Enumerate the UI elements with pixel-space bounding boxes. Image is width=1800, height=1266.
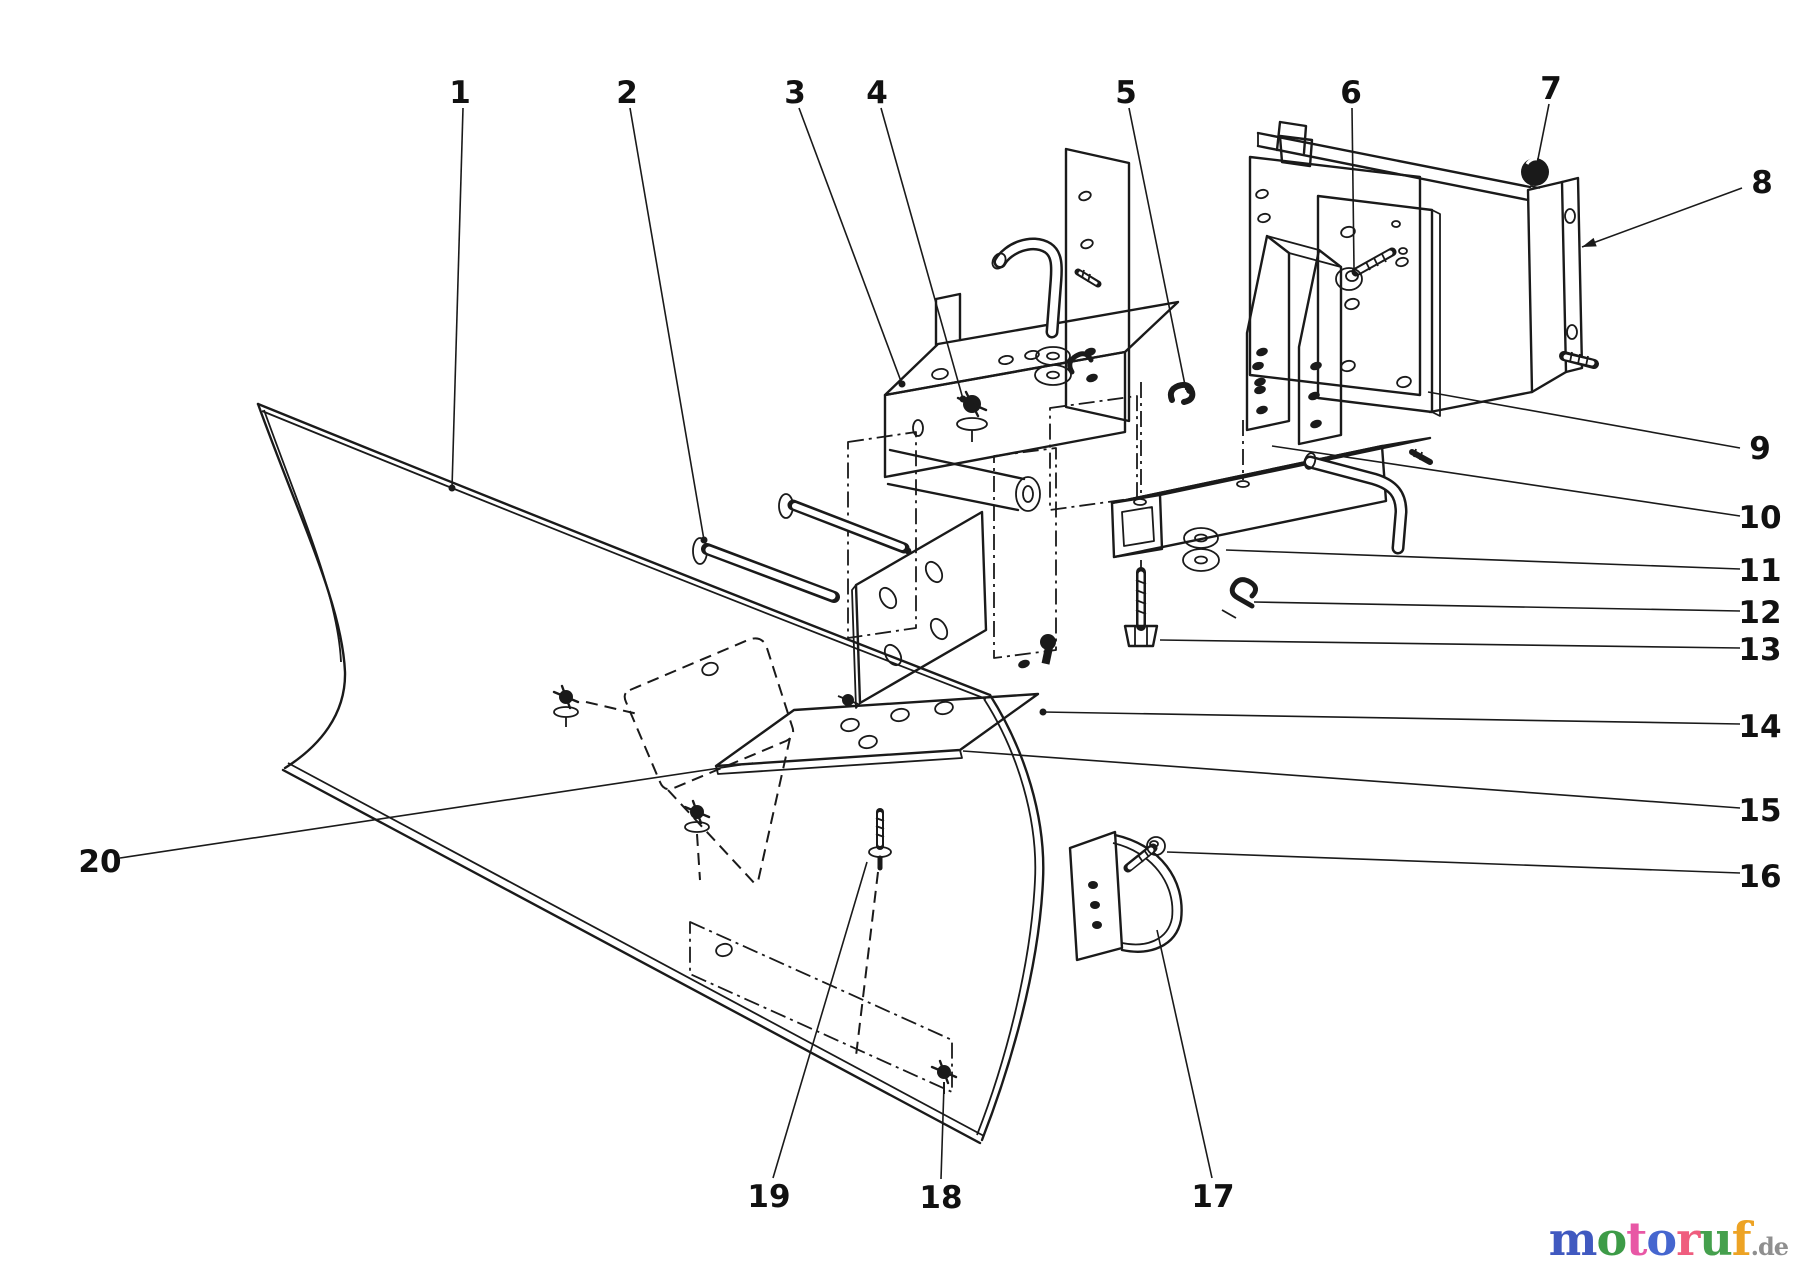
callout-leader-4 xyxy=(880,107,964,400)
callout-number-17: 17 xyxy=(1191,1179,1234,1215)
callout-number-19: 19 xyxy=(747,1179,790,1215)
clamp-stud xyxy=(1559,351,1599,369)
hitch-bar xyxy=(1049,382,1432,568)
watermark-letter: o xyxy=(1596,1212,1627,1266)
callout-arrow-8 xyxy=(1582,237,1597,247)
callout-number-13: 13 xyxy=(1738,632,1781,668)
skid-shoe-bolt xyxy=(1123,836,1166,873)
clamp-knob xyxy=(1521,157,1549,189)
watermark-letter: f xyxy=(1731,1212,1752,1266)
watermark-suffix: .de xyxy=(1750,1232,1789,1261)
callout-leader-16 xyxy=(1166,851,1741,874)
callout-leader-9 xyxy=(1427,391,1741,449)
callout-number-12: 12 xyxy=(1738,595,1781,631)
callout-number-5: 5 xyxy=(1115,75,1137,111)
callout-leader-2 xyxy=(629,107,705,541)
callout-number-7: 7 xyxy=(1540,71,1562,107)
adjustment-screw xyxy=(868,808,892,871)
callout-number-18: 18 xyxy=(919,1180,962,1216)
callout-leader-14 xyxy=(1042,711,1741,725)
callout-number-2: 2 xyxy=(616,75,638,111)
hitch-bent-rod xyxy=(1303,452,1408,555)
skid-shoe xyxy=(1068,830,1183,962)
watermark-letter: r xyxy=(1676,1212,1700,1266)
callout-number-6: 6 xyxy=(1340,75,1362,111)
watermark-letter: o xyxy=(1646,1212,1677,1266)
callout-number-8: 8 xyxy=(1751,165,1773,201)
front-bracket xyxy=(1256,120,1584,414)
j-rod-washers xyxy=(1034,346,1072,386)
channel-nut xyxy=(956,390,988,442)
phantom-bracket-1 xyxy=(847,431,917,639)
callout-number-20: 20 xyxy=(78,844,121,880)
callout-number-3: 3 xyxy=(784,75,806,111)
callout-leader-3 xyxy=(798,107,903,385)
swivel-plate xyxy=(714,692,1040,775)
hinge-pin-upper xyxy=(778,493,912,555)
middle-plate xyxy=(1316,194,1441,417)
rod-pin xyxy=(1409,448,1433,465)
lift-j-rod xyxy=(991,237,1063,339)
callout-number-15: 15 xyxy=(1738,793,1781,829)
callout-leader-19 xyxy=(772,861,868,1179)
hitch-cotter-pin xyxy=(1167,381,1196,405)
spring-pin xyxy=(1074,268,1102,288)
hairpin-cotter xyxy=(1221,577,1258,619)
watermark-letter: t xyxy=(1626,1212,1647,1266)
callout-number-10: 10 xyxy=(1738,500,1781,536)
callout-dot-14 xyxy=(1039,708,1047,716)
hitch-washers xyxy=(1182,527,1220,572)
callout-leader-11 xyxy=(1225,549,1741,570)
lift-channel xyxy=(883,292,1180,479)
callout-dot-4 xyxy=(959,395,967,403)
motoruf-watermark: motoruf.de xyxy=(1549,1216,1789,1262)
callout-leader-15 xyxy=(962,750,1741,809)
callout-leader-7 xyxy=(1536,103,1550,165)
callout-leader-17 xyxy=(1156,929,1213,1179)
callout-leader-12 xyxy=(1253,601,1741,612)
callout-dot-2 xyxy=(700,536,708,544)
callout-leader-10 xyxy=(1271,445,1741,517)
keyhole-slot xyxy=(1018,634,1056,669)
blade-bolt-lower xyxy=(683,799,711,881)
callout-number-11: 11 xyxy=(1738,553,1781,589)
callout-dot-1 xyxy=(448,484,456,492)
callout-leader-8 xyxy=(1581,187,1743,248)
hitch-bolt xyxy=(1123,567,1159,648)
callout-number-4: 4 xyxy=(866,75,888,111)
callout-number-9: 9 xyxy=(1749,431,1771,467)
callout-number-1: 1 xyxy=(449,75,471,111)
phantom-bracket-2 xyxy=(993,447,1057,659)
callout-leader-20 xyxy=(119,762,754,859)
gusset-plates xyxy=(1245,234,1343,446)
callout-leader-5 xyxy=(1128,107,1187,391)
watermark-letters: motoruf xyxy=(1548,1212,1752,1266)
callout-leader-6 xyxy=(1351,107,1355,269)
callout-dot-3 xyxy=(898,380,906,388)
blade-carriage-bolt xyxy=(552,684,580,727)
callout-leader-13 xyxy=(1159,639,1741,649)
watermark-letter: m xyxy=(1548,1212,1598,1266)
callout-number-14: 14 xyxy=(1738,709,1781,745)
callout-number-16: 16 xyxy=(1738,859,1781,895)
rear-mount-plate xyxy=(1248,134,1422,397)
watermark-letter: u xyxy=(1699,1212,1732,1266)
blade-moldboard xyxy=(256,402,1045,1145)
frame-bolt xyxy=(1335,247,1397,291)
scraper-bar-phantom xyxy=(689,871,953,1093)
hinge-pin-long xyxy=(692,537,840,603)
rear-narrow-plate xyxy=(1064,147,1131,423)
pivot-tube xyxy=(886,448,1041,512)
callout-leader-1 xyxy=(451,107,464,489)
callout-leader-18 xyxy=(940,1084,945,1180)
